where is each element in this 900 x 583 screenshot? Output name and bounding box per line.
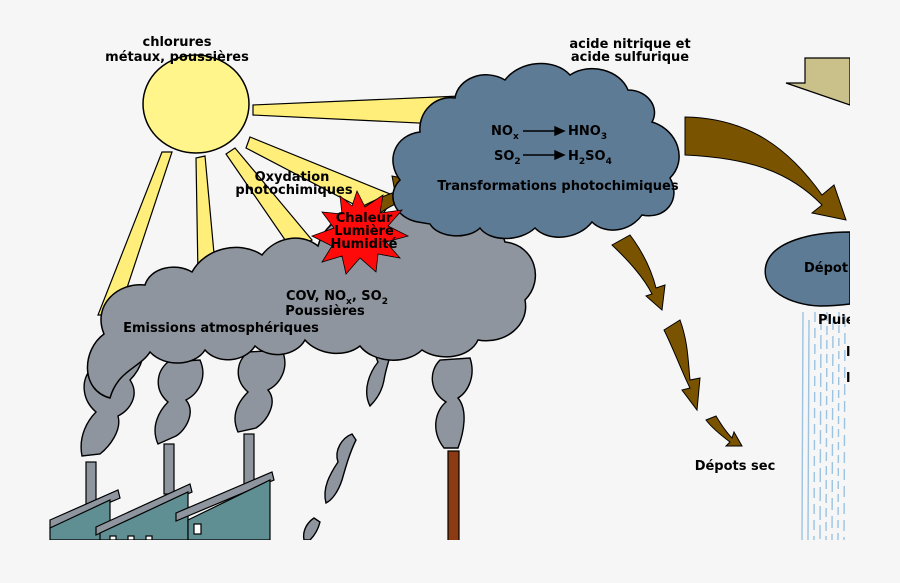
smoke-wisp-3 (302, 517, 321, 541)
text-labels: chlorures métaux, poussières acide nitri… (105, 35, 855, 474)
bottom-edge-mask (0, 540, 900, 579)
factory-window-3 (145, 535, 153, 541)
label-chlorures: chlorures (143, 35, 212, 50)
arrow-down-2 (663, 319, 701, 412)
reaction-arrows (523, 125, 566, 161)
label-emissions: Emissions atmosphériques (123, 321, 319, 336)
heat-star (310, 189, 410, 275)
chimney-3 (243, 433, 255, 485)
right-cloud (764, 231, 851, 307)
label-acide-sulfurique: acide sulfurique (571, 50, 689, 65)
label-acide-nitrique: acide nitrique et (569, 37, 690, 52)
label-poussieres: Poussières (285, 304, 365, 319)
label-photochimiques: photochimiques (235, 183, 352, 198)
factory-roof-2 (95, 483, 193, 536)
label-depot-cloud: Dépot (804, 261, 848, 276)
smoke-column-right (234, 349, 286, 433)
label-transformations: Transformations photochimiques (437, 179, 678, 194)
arrow-to-right-cloud (684, 116, 847, 221)
sun-ray-left (97, 151, 173, 316)
smoke-column-tall (431, 357, 473, 449)
arrow-down-3 (705, 415, 743, 447)
label-pluie: Pluie (818, 313, 855, 328)
label-cut-1: l (846, 345, 850, 360)
smoke-wisp-2 (324, 433, 357, 505)
label-cov: COV, NOx, SO2 (286, 289, 388, 307)
chimney-brown (447, 450, 460, 542)
factory-roof-1 (49, 489, 121, 529)
rain-curtain (801, 311, 846, 541)
label-chaleur: Chaleur (336, 211, 393, 226)
factories (49, 433, 460, 542)
formula-nox: NOx (491, 124, 519, 142)
factory-window-2 (127, 535, 135, 541)
right-edge-mask (850, 0, 900, 579)
formula-so2: SO2 (494, 149, 521, 167)
label-cut-2: l (846, 371, 850, 386)
label-oxydation: Oxydation (255, 170, 330, 185)
label-lumiere: Lumière (334, 224, 394, 239)
label-depots-sec: Dépots sec (695, 459, 776, 474)
factory-window-1 (109, 535, 117, 541)
arrow-down-1 (611, 234, 666, 312)
factory-roof-3 (175, 471, 275, 522)
khaki-arrow-shape (785, 57, 851, 106)
label-humidite: Humidité (331, 237, 398, 252)
formula-hno3: HNO3 (568, 124, 607, 142)
smoke-column-mid (154, 359, 204, 445)
sun (142, 54, 250, 154)
formula-h2so4: H2SO4 (568, 149, 612, 167)
emission-cloud (86, 210, 536, 399)
chimney-2 (163, 443, 175, 495)
label-metaux: métaux, poussières (105, 50, 249, 65)
transformation-cloud (392, 62, 680, 240)
factory-window-4 (193, 523, 202, 535)
